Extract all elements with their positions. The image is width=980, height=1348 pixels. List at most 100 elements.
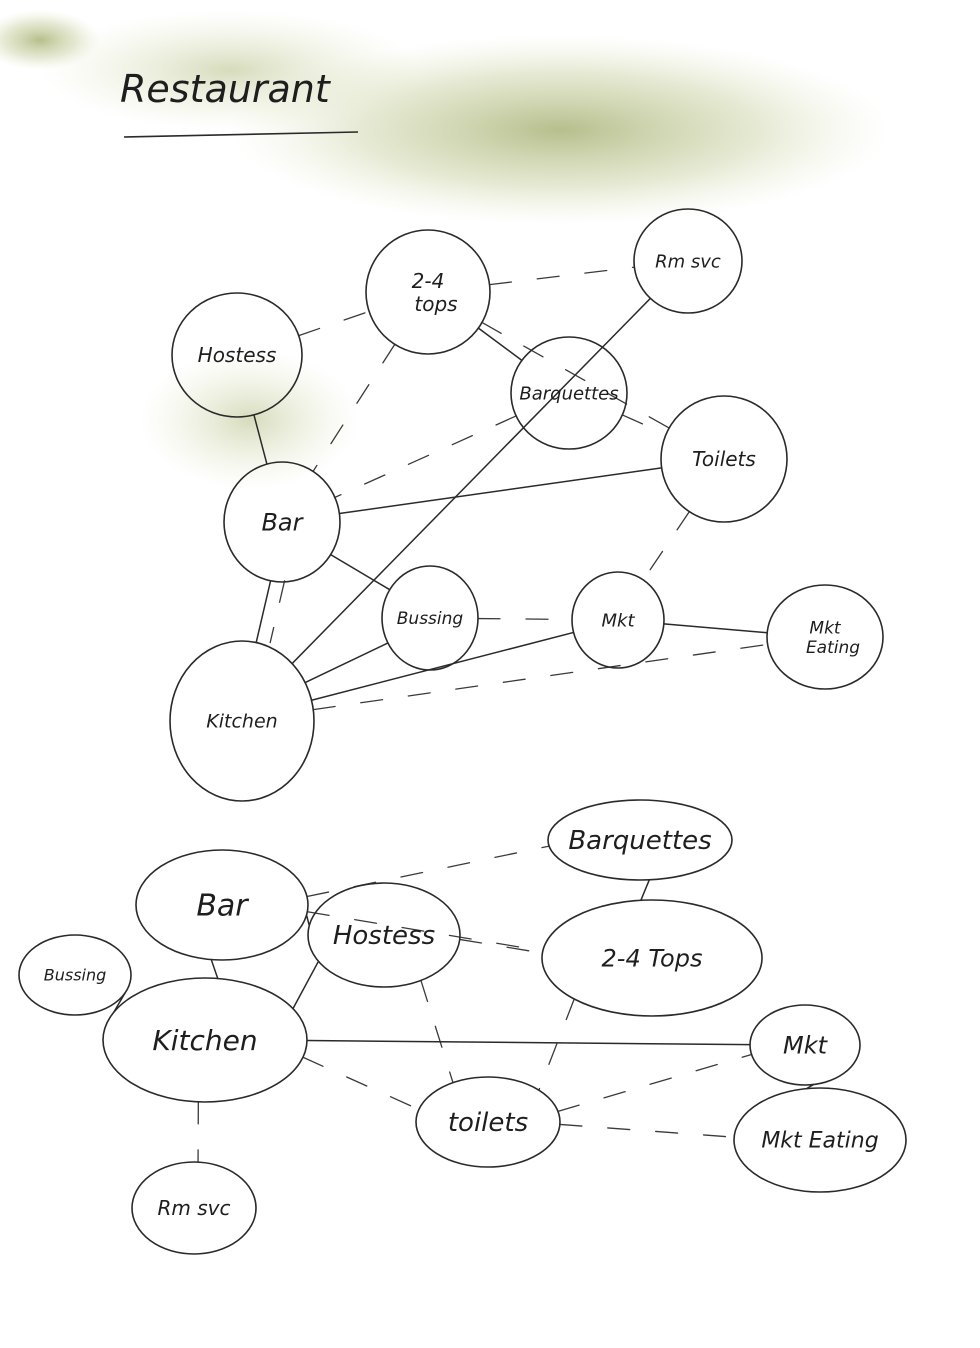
node-circle [102, 977, 308, 1103]
node-hostess: Hostess [307, 882, 461, 988]
page-title: Restaurant [120, 67, 332, 111]
edge-bussing-kitchen-solid [304, 642, 389, 684]
node-label: Rm svc [158, 1196, 231, 1220]
edge-hostess-bar-solid [253, 414, 268, 465]
edge-bar-kitchen-solid [210, 958, 219, 980]
edge-tops-toilets-dashed [538, 998, 575, 1091]
edge-toilets-mkt-dashed [557, 1053, 753, 1113]
node-bar: Bar [223, 461, 341, 583]
edge-banquettes-bar-dashed [334, 415, 517, 499]
node-circle [633, 208, 743, 314]
edge-hostess-tops-dashed [298, 310, 370, 337]
node-label: Kitchen [206, 711, 277, 733]
node-label: 2-4 Tops [602, 944, 703, 972]
node-toilets: toilets [415, 1076, 561, 1168]
node-circle [169, 640, 315, 802]
node-circle [171, 292, 303, 418]
node-circle [381, 565, 479, 671]
node-circle [131, 1161, 257, 1255]
edge-bar-bussing-solid [329, 553, 391, 591]
node-mkt: Mkt [571, 571, 665, 669]
node-circle [571, 571, 665, 669]
node-circle [307, 882, 461, 988]
edges [253, 266, 769, 711]
node-label: Mkt [783, 1031, 829, 1059]
node-bussing: Bussing [381, 565, 479, 671]
node-bar: Bar [135, 849, 309, 961]
node-label: toilets [448, 1108, 528, 1138]
edge-hostess-kitchen-solid [292, 960, 320, 1010]
edge-rmsvc-kitchen-solid [291, 297, 652, 665]
paper-stains [0, 10, 890, 490]
node-label: Hostess [333, 921, 435, 951]
edge-bar-toilets-solid [338, 467, 663, 515]
node-rmsvc: Rm svc [633, 208, 743, 314]
edge-tops-banquettes-solid [477, 327, 523, 362]
node-circle [733, 1087, 907, 1193]
node-circle [510, 336, 628, 450]
node-circle [660, 395, 788, 523]
node-label: Rm svc [655, 251, 721, 272]
node-tops: 2-4 Tops [541, 899, 763, 1017]
node-circle [223, 461, 341, 583]
edge-hostess-tops-dashed [459, 938, 544, 954]
node-bussing: Bussing [18, 934, 132, 1016]
edge-banquettes-tops-solid [640, 879, 651, 902]
edge-tops-rmsvc-dashed [488, 266, 636, 286]
node-circle [547, 799, 733, 881]
edge-bar-banquettes-dashed [306, 845, 550, 898]
node-circle [415, 1076, 561, 1168]
node-label: Bar [261, 508, 304, 536]
node-rmsvc: Rm svc [131, 1161, 257, 1255]
node-kitchen: Kitchen [169, 640, 315, 802]
edge-bussing-mkt-dashed [477, 617, 573, 621]
node-label: Mkt [601, 610, 635, 631]
edge-kitchen-mkt-solid [306, 1039, 751, 1046]
node-circle [541, 899, 763, 1017]
node-label: Barquettes [519, 383, 618, 404]
node-label: Mkt Eating [761, 1129, 878, 1154]
node-circle [749, 1004, 861, 1086]
node-circle [18, 934, 132, 1016]
node-kitchen: Kitchen [102, 977, 308, 1103]
edge-kitchen-toilets-dashed [302, 1056, 420, 1111]
edge-tops-toilets-dashed [481, 321, 670, 429]
node-mkteating: Mkt Eating [733, 1087, 907, 1193]
node-label: Toilets [692, 447, 756, 471]
edge-mkt-kitchen-solid [310, 631, 575, 701]
node-label: Bussing [44, 966, 107, 985]
edge-kitchen-mkteating-dashed [312, 643, 769, 711]
edge-bar-tops-dashed [306, 911, 544, 952]
node-banquettes: Barquettes [547, 799, 733, 881]
edge-mkt-mkteating-solid [663, 623, 768, 634]
node-label: Barquettes [568, 826, 711, 856]
node-circle [766, 584, 884, 690]
edge-toilets-mkteating-dashed [559, 1123, 735, 1138]
edge-hostess-toilets-dashed [420, 979, 454, 1084]
node-label: Bussing [397, 609, 464, 629]
node-hostess: Hostess [171, 292, 303, 418]
edge-bar-kitchen-dashed [269, 580, 286, 644]
edge-toilets-mkt-dashed [642, 510, 691, 581]
node-label: Kitchen [152, 1024, 257, 1057]
title-underline [123, 131, 359, 138]
node-mkt: Mkt [749, 1004, 861, 1086]
node-label: Hostess [198, 343, 277, 367]
node-banquettes: Barquettes [510, 336, 628, 450]
edge-banquettes-toilets-dashed [621, 414, 667, 435]
edge-bar-kitchen-solid [255, 580, 272, 644]
node-toilets: Toilets [660, 395, 788, 523]
node-label: Bar [196, 889, 249, 924]
node-circle [135, 849, 309, 961]
node-circle [365, 229, 491, 355]
